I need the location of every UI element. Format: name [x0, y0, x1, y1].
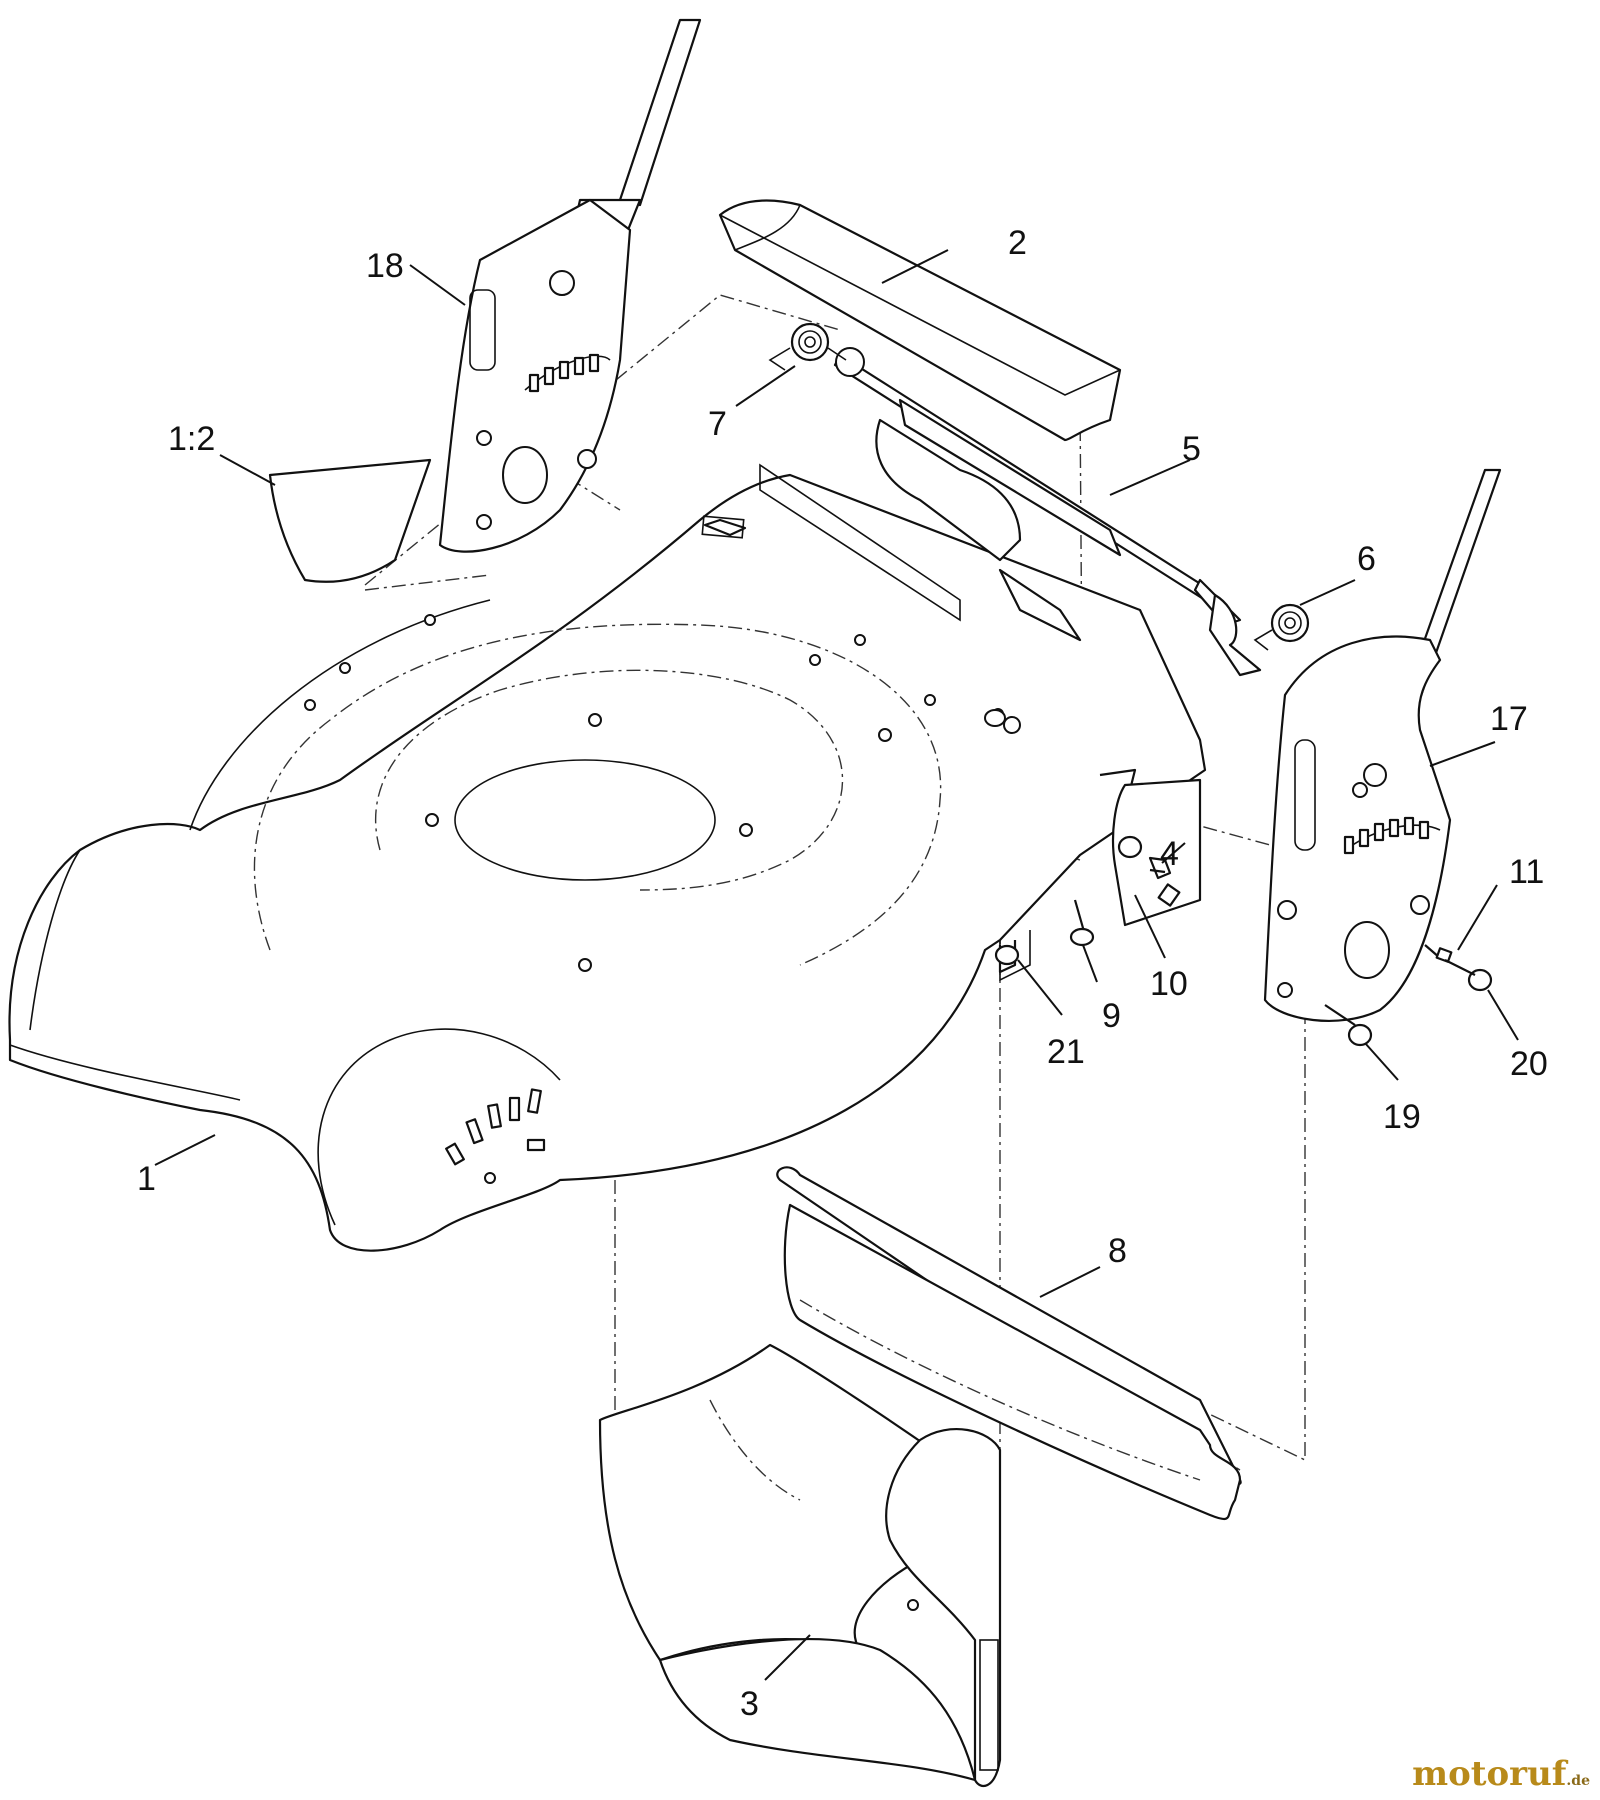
callout-4: 4	[1160, 835, 1179, 873]
left-height-adjuster	[438, 18, 702, 553]
watermark-logo: motoruf.de	[1412, 1754, 1590, 1794]
rear-axle	[833, 347, 1262, 677]
callout-19: 19	[1383, 1098, 1421, 1136]
callout-11: 11	[1509, 853, 1544, 891]
callout-2: 2	[1008, 224, 1027, 262]
rear-chute	[598, 1343, 1002, 1788]
callouts: 18 2 7 1:2 5 6 17 4 11 10 9 20 21 19 1 8…	[137, 224, 1548, 1723]
watermark-suffix: .de	[1566, 1773, 1590, 1789]
callout-1: 1	[137, 1160, 156, 1198]
callout-17: 17	[1490, 700, 1528, 738]
deck-holes	[304, 614, 1021, 1184]
callout-20: 20	[1510, 1045, 1548, 1083]
callout-18: 18	[366, 247, 404, 285]
left-spring	[768, 322, 847, 371]
callout-3: 3	[740, 1685, 759, 1723]
callout-8: 9	[1102, 997, 1121, 1035]
right-height-adjuster	[1263, 468, 1502, 1022]
callout-5: 5	[1182, 430, 1201, 468]
callout-6: 6	[1357, 540, 1376, 578]
callout-7: 7	[708, 405, 727, 443]
rear-flap	[776, 1166, 1242, 1521]
leader-lines	[154, 249, 1519, 1681]
watermark-brand: motoruf	[1412, 1754, 1567, 1794]
rear-baffle	[718, 199, 1122, 442]
callout-9: 8	[1108, 1232, 1127, 1270]
left-notches	[528, 353, 600, 393]
callout-21: 21	[1047, 1033, 1085, 1071]
right-spring	[1253, 603, 1310, 651]
deck-vents	[445, 1088, 546, 1166]
decal-part	[268, 458, 432, 583]
mower-deck	[8, 463, 1207, 1252]
callout-1-2: 1:2	[168, 420, 215, 458]
right-notches	[1343, 816, 1430, 855]
callout-10: 10	[1150, 965, 1188, 1003]
hardware	[994, 768, 1493, 1047]
